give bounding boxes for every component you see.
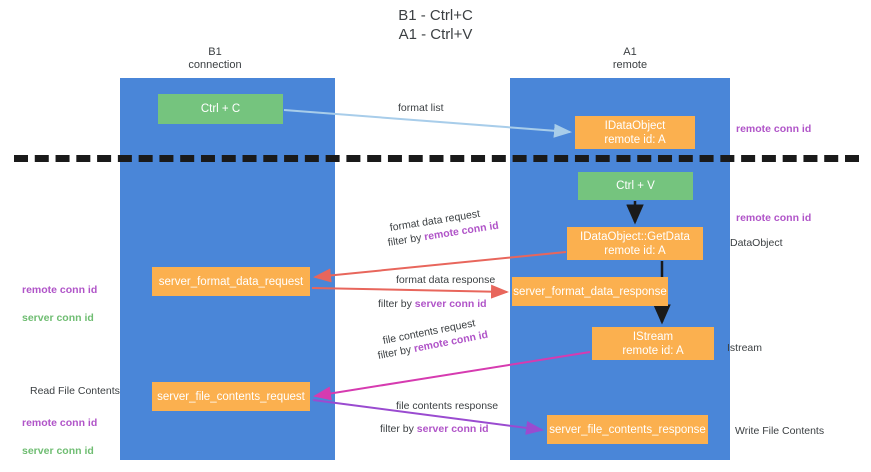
node-istream[interactable]: IStream remote id: A xyxy=(592,327,714,360)
annotation-remote-conn-id-top: remote conn id xyxy=(736,123,812,135)
node-idataobject-getdata[interactable]: IDataObject::GetData remote id: A xyxy=(567,227,703,260)
column-header-a1: A1 remote xyxy=(612,46,648,71)
annotation-istream: Istream xyxy=(727,342,763,354)
filter-key-server-conn-id: server conn id xyxy=(414,298,487,310)
annotation-remote-conn-id: remote conn id xyxy=(22,284,98,296)
annotation-server-conn-id: server conn id xyxy=(22,312,94,324)
page-title: B1 - Ctrl+C A1 - Ctrl+V xyxy=(398,7,473,43)
column-header-b1: B1 connection xyxy=(188,46,242,71)
node-server-format-data-response[interactable]: server_format_data_response xyxy=(512,277,668,306)
arrow-file-contents-request xyxy=(313,351,591,401)
node-idataobject[interactable]: IDataObject remote id: A xyxy=(575,116,695,149)
arrow-format-data-request xyxy=(313,251,567,283)
label-format-list: format list xyxy=(398,102,444,114)
arrow-format-data-response xyxy=(311,284,509,299)
node-ctrl-c[interactable]: Ctrl + C xyxy=(158,94,283,124)
annotation-remote-conn-id-2: remote conn id xyxy=(22,417,98,429)
node-ctrl-v[interactable]: Ctrl + V xyxy=(578,172,693,200)
filter-key-server-conn-id: server conn id xyxy=(416,423,489,435)
node-server-file-contents-request[interactable]: server_file_contents_request xyxy=(152,382,310,411)
annotation-write-file-contents: Write File Contents xyxy=(735,425,825,437)
node-server-format-data-request[interactable]: server_format_data_request xyxy=(152,267,310,296)
annotation-remote-conn-id-mid: remote conn id xyxy=(736,212,812,224)
node-server-file-contents-response[interactable]: server_file_contents_response xyxy=(547,415,708,444)
phase-divider xyxy=(14,155,859,162)
annotation-conn-id-pair-bottom: remote conn id server conn id xyxy=(22,402,97,472)
filter-prefix: filter by xyxy=(378,298,415,310)
label-format-data-response: format data response xyxy=(396,274,496,286)
arrow-format-list xyxy=(283,109,572,138)
filter-prefix: filter by xyxy=(380,423,417,435)
arrow-file-contents-response xyxy=(312,399,544,435)
label-file-contents-response-filter: filter by server conn id xyxy=(380,422,489,437)
label-format-data-response-filter: filter by server conn id xyxy=(378,297,487,312)
label-file-contents-response: file contents response xyxy=(396,400,499,412)
annotation-read-file-contents: Read File Contents xyxy=(30,385,120,397)
annotation-dataobject: DataObject xyxy=(730,237,783,249)
annotation-conn-id-pair-top: remote conn id server conn id xyxy=(22,269,97,339)
annotation-server-conn-id-2: server conn id xyxy=(22,445,94,457)
